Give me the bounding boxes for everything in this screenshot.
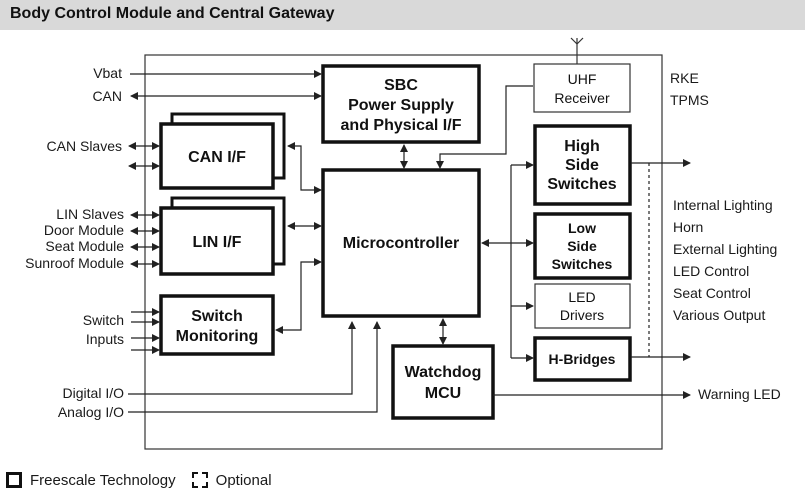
- freescale-legend-icon: [6, 472, 22, 488]
- microcontroller-block: [321, 168, 481, 318]
- module-boundary: [144, 54, 663, 450]
- legend-freescale-label: Freescale Technology: [30, 471, 176, 489]
- label-tpms: TPMS: [670, 92, 709, 108]
- label-load-various-output: Various Output: [673, 307, 765, 323]
- switch-monitoring-line-1: Switch: [191, 308, 243, 325]
- label-seat-module: Seat Module: [45, 238, 124, 254]
- uhf-receiver-block: [533, 63, 631, 113]
- label-lin-slaves: LIN Slaves: [56, 206, 124, 222]
- led-drivers-line-1: LED: [568, 289, 595, 305]
- legend: Freescale Technology Optional: [6, 470, 272, 490]
- switch-monitoring-line-2: Monitoring: [176, 328, 259, 345]
- sbc-line-2: Power Supply: [348, 97, 454, 114]
- high-side-switches-block: [533, 124, 632, 206]
- low-side-switches-block: [533, 212, 632, 280]
- high-side-line-2: Side: [565, 157, 599, 174]
- can-if-block: [159, 122, 275, 190]
- high-side-line-3: Switches: [547, 176, 616, 193]
- uhf-line-2: Receiver: [554, 90, 610, 106]
- label-switch: Switch: [83, 312, 124, 328]
- led-drivers-line-2: Drivers: [560, 307, 604, 323]
- h-bridges-block: [533, 336, 632, 382]
- microcontroller-label: Microcontroller: [343, 235, 459, 252]
- label-can: CAN: [92, 88, 122, 104]
- can-if-label: CAN I/F: [188, 149, 246, 166]
- label-can-slaves: CAN Slaves: [47, 138, 122, 154]
- diagram-title: Body Control Module and Central Gateway: [10, 5, 335, 22]
- switch-monitoring-block: [159, 294, 275, 356]
- label-inputs: Inputs: [86, 331, 124, 347]
- legend-optional-label: Optional: [215, 471, 272, 489]
- low-side-line-3: Switches: [552, 256, 613, 272]
- label-door-module: Door Module: [44, 222, 124, 238]
- watchdog-mcu-block: [391, 344, 495, 420]
- h-bridges-label: H-Bridges: [549, 351, 616, 367]
- lin-if-block: [159, 206, 275, 276]
- title-bar: Body Control Module and Central Gateway: [0, 0, 805, 30]
- watchdog-line-2: MCU: [425, 385, 461, 402]
- optional-legend-icon: [191, 472, 208, 488]
- label-load-horn: Horn: [673, 219, 703, 235]
- antenna-icon: [570, 37, 584, 64]
- label-load-seat-control: Seat Control: [673, 285, 751, 301]
- watchdog-line-1: Watchdog: [405, 364, 482, 381]
- uhf-line-1: UHF: [568, 71, 597, 87]
- connectors: [128, 70, 691, 413]
- label-load-internal-lighting: Internal Lighting: [673, 197, 773, 213]
- label-warning-led: Warning LED: [698, 386, 781, 402]
- label-analog-io: Analog I/O: [58, 404, 124, 420]
- sbc-line-3: and Physical I/F: [341, 117, 462, 134]
- label-load-led-control: LED Control: [673, 263, 749, 279]
- label-vbat: Vbat: [93, 65, 122, 81]
- high-side-line-1: High: [564, 138, 600, 155]
- label-digital-io: Digital I/O: [63, 385, 125, 401]
- label-load-external-lighting: External Lighting: [673, 241, 777, 257]
- low-side-line-2: Side: [567, 238, 597, 254]
- lin-if-label: LIN I/F: [193, 234, 242, 251]
- led-drivers-block: [534, 283, 631, 329]
- sbc-line-1: SBC: [384, 77, 418, 94]
- label-rke: RKE: [670, 70, 699, 86]
- label-sunroof-module: Sunroof Module: [25, 255, 124, 271]
- low-side-line-1: Low: [568, 220, 596, 236]
- sbc-block: [321, 64, 481, 144]
